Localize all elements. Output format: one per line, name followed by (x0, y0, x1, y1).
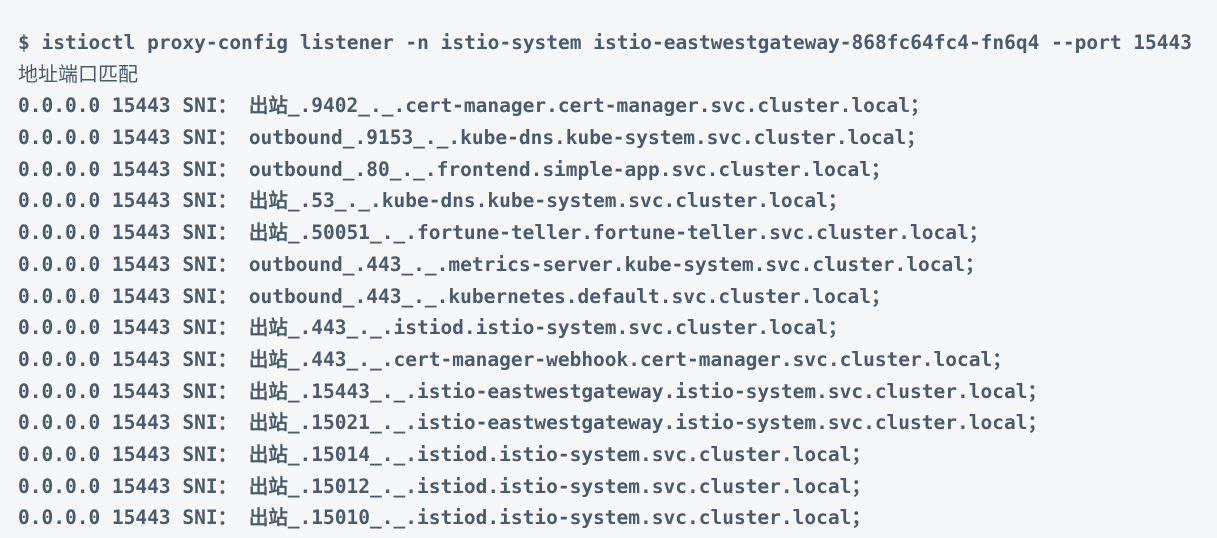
listener-output-line: 0.0.0.0 15443 SNI： outbound_.443_._.metr… (18, 252, 985, 276)
listener-output-line: 0.0.0.0 15443 SNI： outbound_.443_._.kube… (18, 284, 891, 308)
listener-output-line: 0.0.0.0 15443 SNI： 出站_.15012_._.istiod.i… (18, 474, 871, 498)
listener-output-line: 0.0.0.0 15443 SNI： 出站_.15010_._.istiod.i… (18, 506, 871, 530)
listener-output-line: 0.0.0.0 15443 SNI： outbound_.9153_._.kub… (18, 126, 926, 150)
listener-output-line: 0.0.0.0 15443 SNI： 出站_.53_._.kube-dns.ku… (18, 189, 848, 213)
listener-output-line: 0.0.0.0 15443 SNI： 出站_.15443_._.istio-ea… (18, 379, 1047, 403)
columns-header-line: 地址端口匹配 (18, 61, 138, 86)
command-line: $ istioctl proxy-config listener -n isti… (18, 31, 1192, 54)
listener-output-line: 0.0.0.0 15443 SNI： 出站_.443_._.istiod.ist… (18, 316, 848, 340)
listener-output-line: 0.0.0.0 15443 SNI： 出站_.9402_._.cert-mana… (18, 94, 930, 118)
listener-output-line: 0.0.0.0 15443 SNI： 出站_.15014_._.istiod.i… (18, 442, 871, 466)
listener-output-line: 0.0.0.0 15443 SNI： 出站_.50051_._.fortune-… (18, 221, 989, 245)
listener-output-line: 0.0.0.0 15443 SNI： 出站_.15021_._.istio-ea… (18, 411, 1047, 435)
listener-output-line: 0.0.0.0 15443 SNI： outbound_.80_._.front… (18, 157, 891, 181)
listener-output-line: 0.0.0.0 15443 SNI： 出站_.443_._.cert-manag… (18, 347, 1012, 371)
